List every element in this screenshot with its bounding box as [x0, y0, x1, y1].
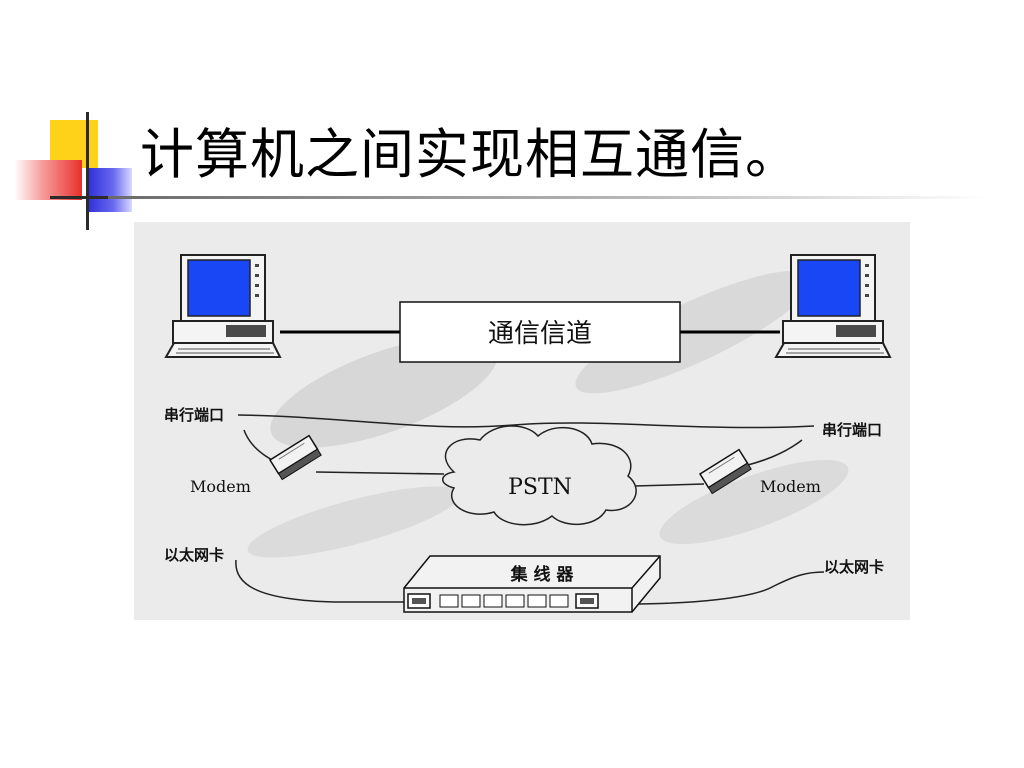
pstn-label: PSTN: [508, 475, 572, 500]
decor-horizontal-line: [50, 196, 138, 199]
modem-right-label: Modem: [760, 477, 821, 496]
pstn-cloud: [442, 425, 637, 526]
title-underline: [108, 196, 988, 199]
channel-label: 通信信道: [488, 319, 592, 349]
background-texture: [247, 270, 849, 558]
ethernet-cable-left: [235, 559, 414, 603]
modem-left-icon: [268, 434, 322, 481]
computer-right: [774, 254, 892, 358]
hub-label: 集 线 器: [510, 564, 575, 585]
modem-right-icon: [698, 448, 752, 495]
hub-device: [403, 555, 661, 613]
serial-cable: [237, 414, 815, 429]
decor-blue-square: [86, 168, 132, 212]
decor-vertical-line: [86, 112, 89, 230]
pstn-to-modem-right: [633, 483, 705, 487]
ethernet-card-right-label: 以太网卡: [824, 558, 884, 576]
ethernet-card-left-label: 以太网卡: [164, 546, 224, 564]
page-title: 计算机之间实现相互通信。: [140, 123, 800, 186]
serial-port-left-label: 串行端口: [164, 406, 224, 424]
modem-left-label: Modem: [190, 477, 251, 496]
channel-box: [399, 301, 681, 363]
network-diagram: 通信信道 串行端口 串行端口 Modem Modem PSTN 以太网卡: [134, 222, 910, 620]
modem-left-to-pstn: [315, 471, 445, 475]
serial-port-right-label: 串行端口: [822, 421, 882, 439]
ethernet-cable-right: [627, 571, 825, 605]
decor-red-bar: [14, 160, 82, 200]
computer-left: [164, 254, 282, 358]
